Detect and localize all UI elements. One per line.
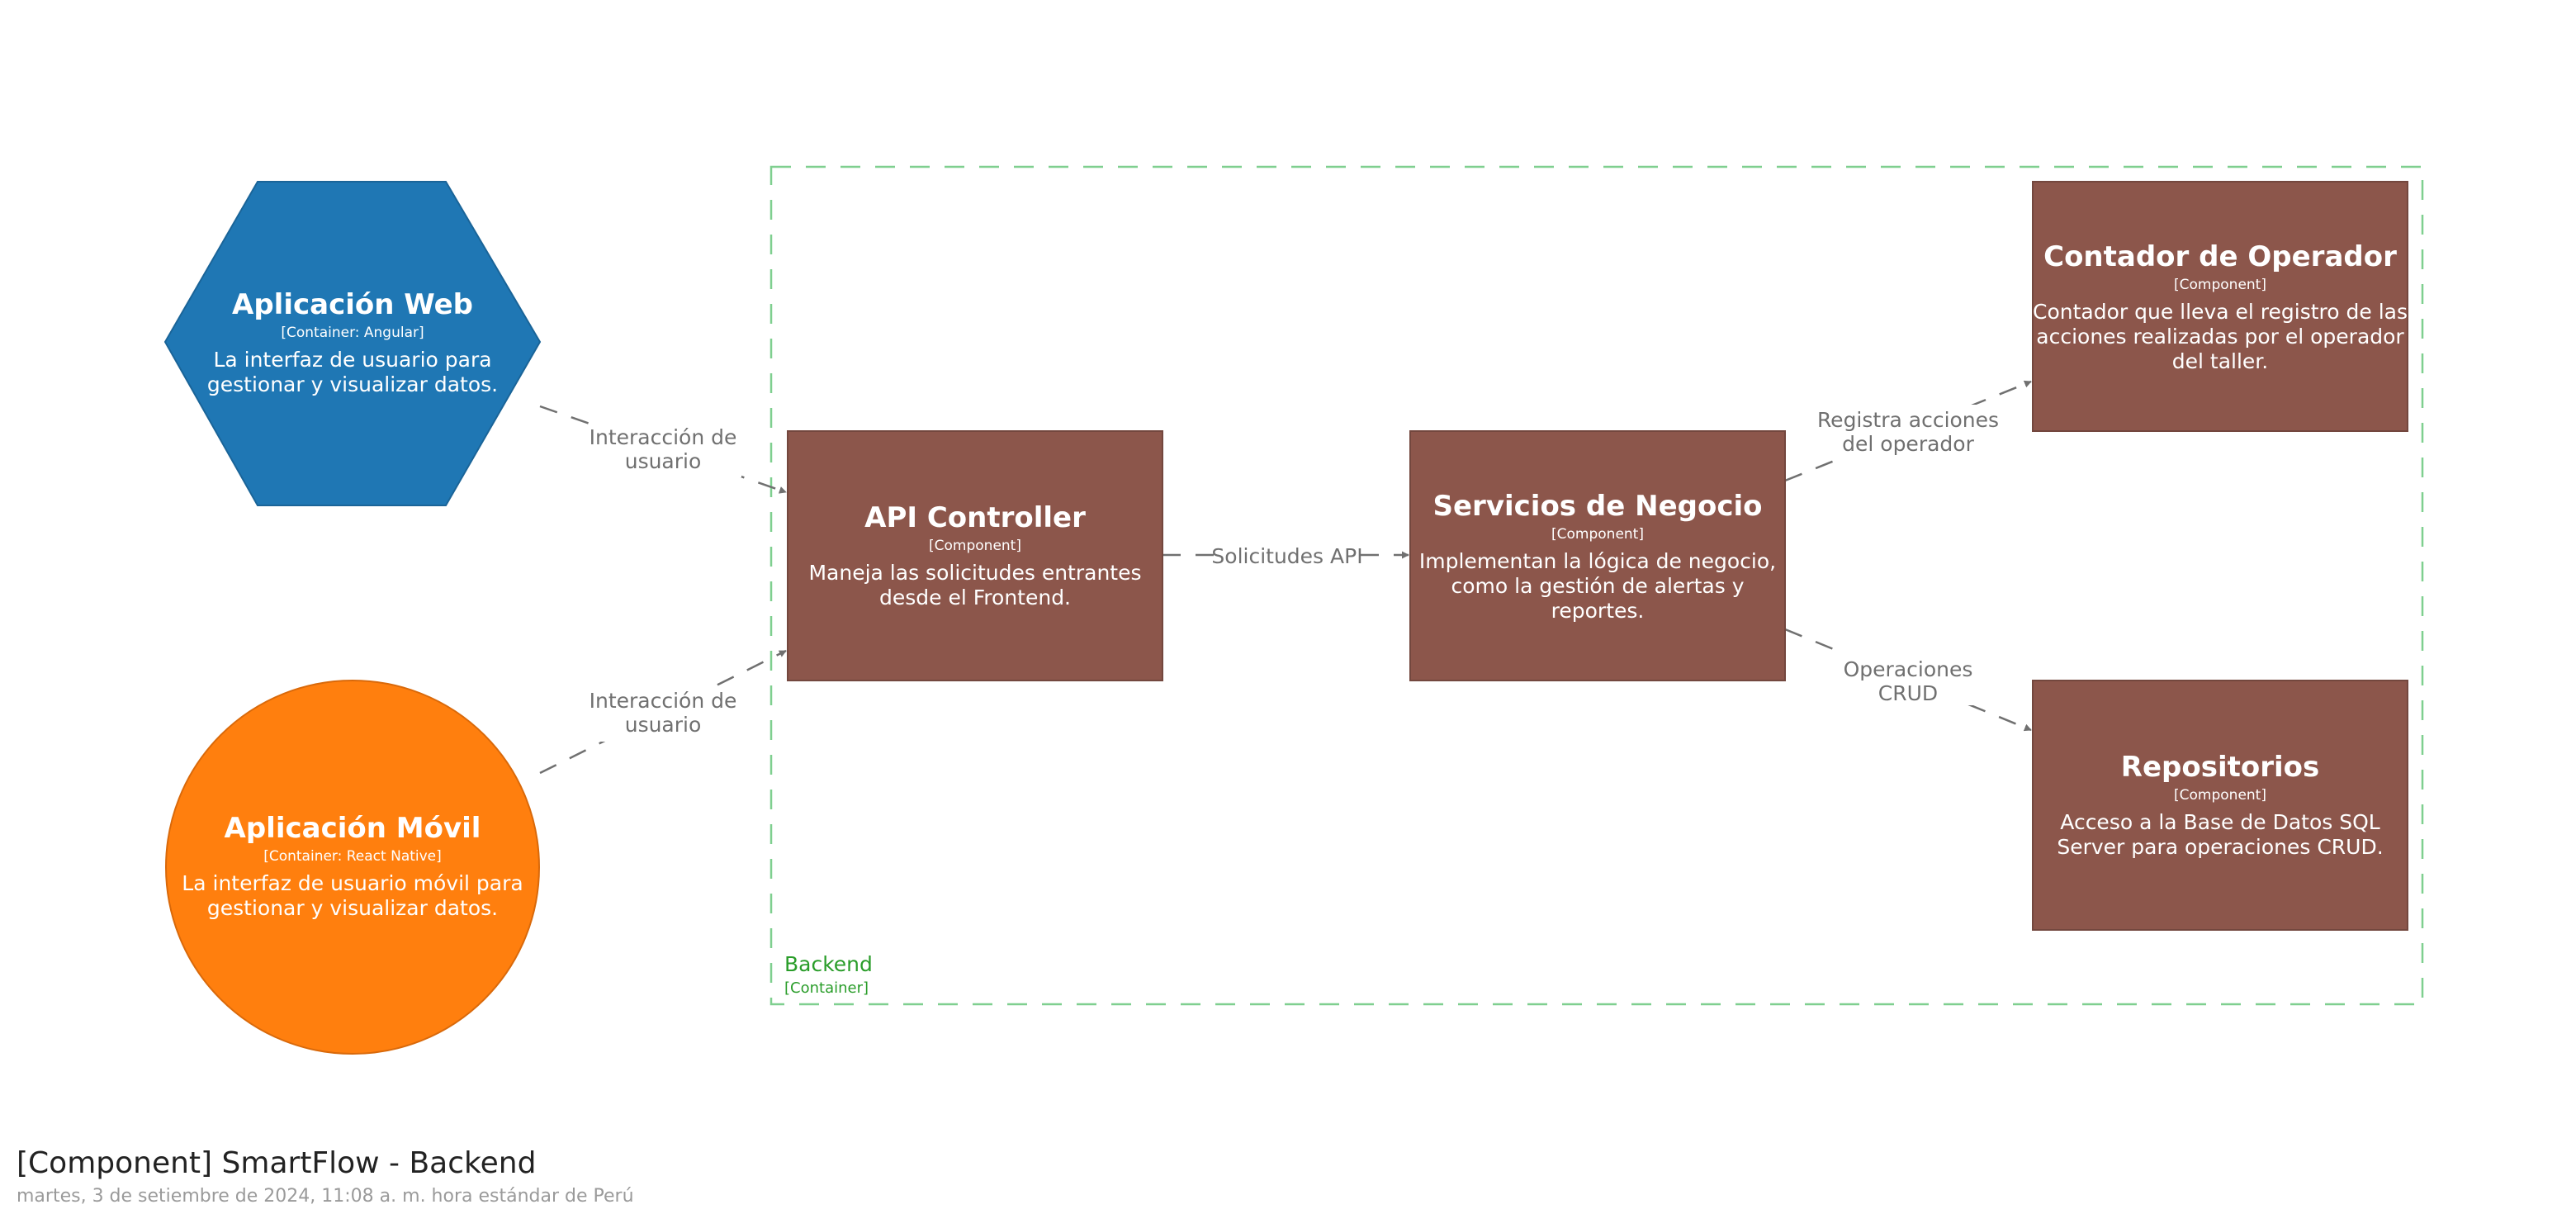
node-mobile-app[interactable]: Aplicación Móvil [Container: React Nativ… (165, 680, 540, 1055)
web-app-title: Aplicación Web (232, 288, 473, 321)
business-services-desc-line3: reportes. (1551, 599, 1645, 623)
edge-api-services-label: Solicitudes API (1211, 544, 1362, 568)
web-app-desc-line1: La interfaz de usuario para (213, 348, 491, 372)
business-services-title: Servicios de Negocio (1433, 490, 1763, 523)
edge-mobile-api-label-line1: Interacción de (590, 689, 737, 713)
api-controller-desc-line2: desde el Frontend. (879, 586, 1071, 609)
operator-counter-desc-line2: acciones realizadas por el operador (2036, 325, 2404, 349)
backend-boundary: Backend [Container] (769, 165, 2424, 1006)
edge-services-repos-label-line2: CRUD (1878, 681, 1938, 705)
edge-services-counter-label-bg (1816, 405, 2001, 458)
api-controller-type: [Component] (929, 538, 1021, 554)
api-controller-title: API Controller (864, 501, 1086, 534)
mobile-app-title: Aplicación Móvil (225, 812, 481, 845)
node-repositories[interactable]: Repositorios [Component] Acceso a la Bas… (2032, 680, 2408, 931)
edge-web-api-label-bg (585, 424, 741, 477)
repositories-desc-line2: Server para operaciones CRUD. (2057, 835, 2383, 859)
node-web-app[interactable]: Aplicación Web [Container: Angular] La i… (163, 181, 542, 506)
diagram-date: martes, 3 de setiembre de 2024, 11:08 a.… (17, 1186, 634, 1207)
repositories-desc-line1: Acceso a la Base de Datos SQL (2060, 810, 2379, 834)
operator-counter-title: Contador de Operador (2043, 240, 2397, 273)
business-services-type: [Component] (1551, 526, 1644, 543)
node-api-controller[interactable]: API Controller [Component] Maneja las so… (787, 430, 1163, 681)
web-app-type: [Container: Angular] (281, 325, 424, 341)
repositories-type: [Component] (2174, 787, 2266, 804)
edge-web-api-label-line2: usuario (625, 449, 702, 473)
repositories-title: Repositorios (2121, 751, 2319, 784)
mobile-app-circle (165, 680, 540, 1055)
operator-counter-desc-line3: del taller. (2172, 349, 2268, 373)
edge-services-repos: Operaciones CRUD (1784, 628, 2032, 732)
boundary-frame (769, 165, 2424, 1006)
edge-services-repos-label-line1: Operaciones (1844, 657, 1973, 681)
node-business-services[interactable]: Servicios de Negocio [Component] Impleme… (1409, 430, 1786, 681)
operator-counter-box (2032, 181, 2408, 432)
business-services-box (1409, 430, 1786, 681)
node-operator-counter[interactable]: Contador de Operador [Component] Contado… (2032, 181, 2408, 432)
boundary-name: Backend (784, 952, 873, 976)
web-app-hexagon (163, 181, 542, 506)
edge-services-counter: Registra acciones del operador (1784, 380, 2032, 482)
business-services-desc-line1: Implementan la lógica de negocio, (1419, 549, 1776, 573)
boundary-type: [Container] (784, 979, 869, 997)
api-controller-desc-line1: Maneja las solicitudes entrantes (808, 561, 1141, 585)
edge-api-services-label-bg (1214, 540, 1361, 570)
edge-services-counter-label-line2: del operador (1842, 432, 1974, 456)
diagram-title: [Component] SmartFlow - Backend (17, 1146, 537, 1180)
mobile-app-type: [Container: React Native] (263, 848, 442, 865)
edge-mobile-api-label-line2: usuario (625, 713, 702, 737)
edge-services-repos-label-bg (1833, 652, 1985, 705)
edge-web-api: Interacción de usuario (539, 405, 787, 494)
business-services-desc-line2: como la gestión de alertas y (1451, 574, 1745, 598)
repositories-box (2032, 680, 2408, 931)
operator-counter-type: [Component] (2174, 277, 2266, 293)
edge-services-counter-label-line1: Registra acciones (1817, 408, 1999, 432)
operator-counter-desc-line1: Contador que lleva el registro de las (2033, 300, 2408, 324)
edge-web-api-label-line1: Interacción de (590, 425, 737, 449)
web-app-desc-line2: gestionar y visualizar datos. (207, 372, 498, 396)
mobile-app-desc-line2: gestionar y visualizar datos. (207, 896, 498, 920)
edge-web-api-line (539, 405, 787, 494)
edge-api-services: Solicitudes API (1163, 540, 1409, 570)
edge-mobile-api: Interacción de usuario (539, 649, 787, 775)
api-controller-box (787, 430, 1163, 681)
edge-mobile-api-label-bg (585, 689, 741, 742)
mobile-app-desc-line1: La interfaz de usuario móvil para (182, 871, 523, 895)
